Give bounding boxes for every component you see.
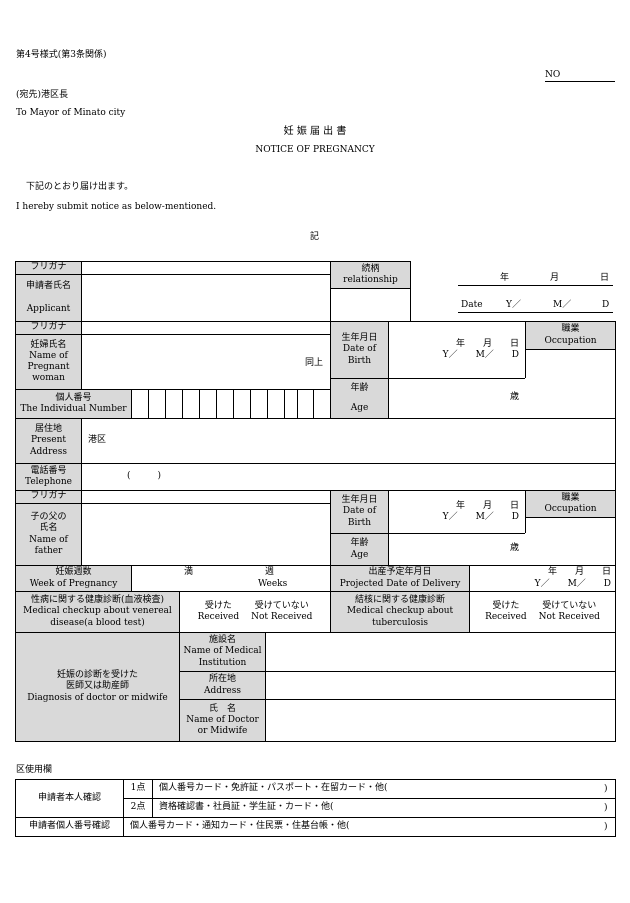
addressee-en: To Mayor of Minato city: [16, 108, 126, 118]
identity-check-label: 申請者本人確認: [37, 792, 101, 803]
no-label: NO: [545, 70, 561, 80]
intro-ja: 下記のとおり届け出ます。: [26, 182, 134, 192]
telephone-field[interactable]: [82, 464, 615, 490]
idno-check-docs[interactable]: 個人番号カード・通知カード・住民票・住基台帳・他(: [130, 821, 350, 832]
pregnant-age-unit: 歳: [510, 392, 520, 402]
father-furigana-field[interactable]: [81, 491, 330, 503]
pregnant-name-field[interactable]: [81, 335, 330, 389]
individual-number-field[interactable]: [132, 390, 330, 418]
title-ja: 妊 娠 届 出 書: [283, 126, 347, 137]
one-point-close: ): [604, 784, 608, 794]
applicant-furigana-field[interactable]: [81, 262, 330, 274]
date-en-line[interactable]: [458, 312, 613, 313]
father-age-unit: 歳: [510, 543, 520, 553]
idno-check-label: 申請者個人番号確認: [28, 821, 110, 832]
doctor-field[interactable]: [266, 700, 615, 741]
two-point-close: ): [604, 803, 608, 813]
date-en-label: Date: [461, 300, 483, 310]
date-year-ja: 年: [500, 273, 510, 283]
relationship-field[interactable]: [331, 289, 410, 321]
venereal-checkup-label: 性病に関する健康診断(血液検査)Medical checkup about ve…: [16, 592, 179, 632]
addressee-ja: (宛先)港区長: [16, 90, 69, 100]
applicant-name-field[interactable]: [81, 275, 330, 321]
same-as-above: 同上: [305, 358, 324, 368]
weeks-shu: 週: [265, 567, 275, 577]
father-occupation-field[interactable]: [526, 518, 615, 533]
pregnant-furigana-field[interactable]: [81, 322, 330, 334]
main-table: [15, 321, 616, 742]
date-day-ja: 日: [600, 273, 610, 283]
ki-mark: 記: [310, 232, 320, 242]
form-number: 第4号様式(第3条関係): [16, 50, 107, 60]
pregnant-furigana-label: フリガナ: [16, 322, 81, 334]
date-d: D: [602, 300, 610, 310]
date-y: Y／: [506, 300, 521, 310]
ward-use-table: [15, 779, 616, 837]
father-name-field[interactable]: [81, 504, 330, 565]
applicant-block: [15, 261, 411, 322]
applicant-furigana-label: フリガナ: [16, 262, 81, 274]
facility-field[interactable]: [266, 633, 615, 671]
weeks-en: Weeks: [258, 579, 288, 589]
weeks-man: 満: [184, 567, 194, 577]
pregnant-age-field[interactable]: [389, 379, 525, 418]
intro-en: I hereby submit notice as below-mentione…: [16, 202, 217, 212]
residence-field[interactable]: 港区: [88, 435, 107, 446]
pregnant-occupation-field[interactable]: [526, 350, 615, 378]
one-point-docs[interactable]: 個人番号カード・免許証・パスポート・在留カード・他(: [159, 783, 388, 794]
no-field-line[interactable]: [545, 81, 615, 82]
date-ja-line[interactable]: [458, 285, 613, 286]
address-field[interactable]: [266, 672, 615, 699]
two-point-docs[interactable]: 資格確認書・社員証・学生証・カード・他(: [159, 802, 334, 813]
father-furigana-label: フリガナ: [16, 491, 81, 503]
date-month-ja: 月: [550, 273, 560, 283]
father-age-field[interactable]: [389, 534, 525, 565]
idno-close: ): [604, 822, 608, 832]
telephone-parens: ( ): [127, 471, 162, 481]
title-en: NOTICE OF PREGNANCY: [255, 145, 375, 155]
ward-use-title: 区使用欄: [16, 765, 53, 775]
weeks-field[interactable]: [132, 566, 330, 591]
one-point-label: 1点: [130, 783, 146, 794]
two-point-label: 2点: [130, 802, 146, 813]
date-m: M／: [553, 300, 572, 310]
